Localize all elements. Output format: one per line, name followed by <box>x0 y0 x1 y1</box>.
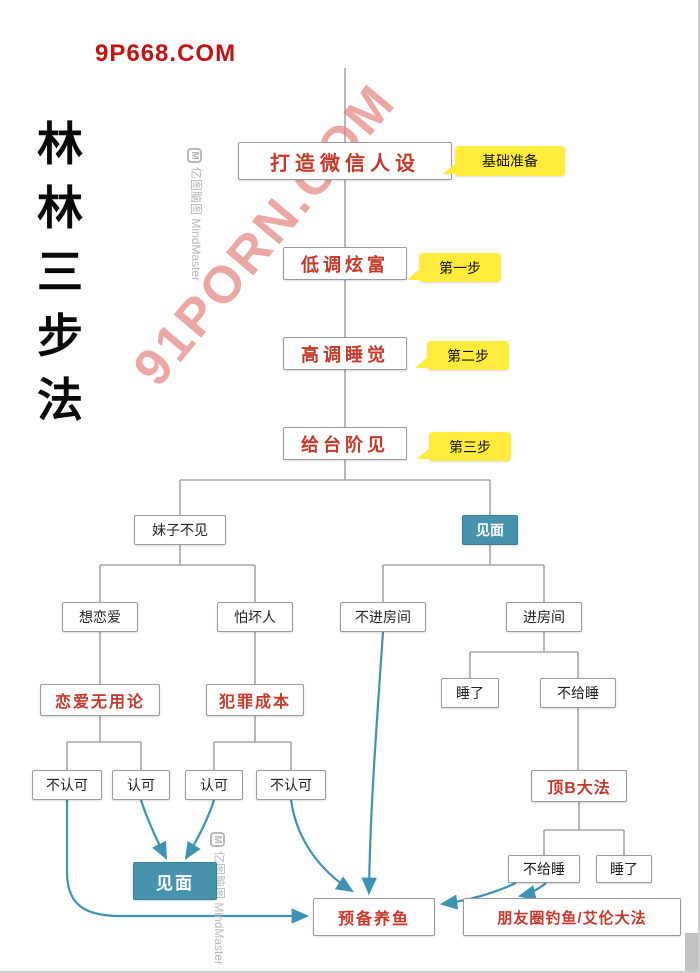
node-love-useless: 恋爱无用论 <box>40 684 160 716</box>
node-slept-2: 睡了 <box>596 855 652 883</box>
title-char: 林 <box>37 181 83 235</box>
node-not-enter-room: 不进房间 <box>340 602 426 632</box>
callout-basics: 基础准备 <box>455 146 565 176</box>
node-agree-right: 认可 <box>185 770 243 800</box>
title-char: 法 <box>37 373 83 427</box>
arrow-no-sleep2-to-fishing <box>439 881 517 910</box>
callout-step2: 第二步 <box>427 341 509 370</box>
node-girl-no-meet: 妹子不见 <box>134 515 226 545</box>
node-disagree-left: 不认可 <box>32 770 102 800</box>
mindmaster-logo-icon: M <box>210 832 225 847</box>
node-no-sleep-2: 不给睡 <box>508 855 580 883</box>
arrow-agree-right-to-meet <box>184 799 216 860</box>
arrow-no-sleep2-to-moments <box>517 882 547 901</box>
title-char: 步 <box>37 309 83 363</box>
node-fear-bad-people: 怕坏人 <box>217 602 293 632</box>
node-meet-bottom: 见面 <box>133 862 217 900</box>
node-no-sleep: 不给睡 <box>540 678 616 708</box>
flow-arrows <box>65 631 547 924</box>
node-step3: 给台阶见 <box>283 427 407 460</box>
title-char: 林 <box>37 117 83 171</box>
tree-connectors <box>66 68 625 855</box>
node-meet-top: 见面 <box>462 515 518 545</box>
mindmaster-logo-en: MindMaster <box>212 902 226 966</box>
node-step2: 高调睡觉 <box>283 337 407 370</box>
node-slept: 睡了 <box>441 678 499 708</box>
node-agree-left: 认可 <box>112 770 170 800</box>
mindmaster-logo-cn: 亿图脑图 <box>189 167 203 216</box>
node-backup-fishing: 预备养鱼 <box>313 898 435 936</box>
node-step1: 低调炫富 <box>283 247 407 280</box>
mindmaster-watermark: M 亿图脑图 MindMaster <box>187 148 205 281</box>
title-char: 三 <box>37 245 83 299</box>
tree-connector-lines <box>66 68 625 855</box>
mindmaster-logo-icon: M <box>187 148 202 163</box>
node-want-love: 想恋爱 <box>62 602 138 632</box>
arrow-disagree-right-to-fishing <box>289 799 354 893</box>
node-persona: 打造微信人设 <box>238 142 452 180</box>
callout-step3: 第三步 <box>429 432 511 461</box>
mindmaster-logo-en: MindMaster <box>189 218 203 282</box>
node-moments-fishing: 朋友圈钓鱼/艾伦大法 <box>463 898 681 936</box>
callout-step1: 第一步 <box>419 253 501 282</box>
node-top-b-method: 顶B大法 <box>531 770 627 802</box>
node-crime-cost: 犯罪成本 <box>206 684 304 716</box>
arrow-agree-left-to-meet <box>139 799 167 860</box>
diagram-title-vertical: 林 林 三 步 法 <box>32 112 88 432</box>
watermark-site-top: 9P668.COM <box>95 40 237 67</box>
scrollbar-corner <box>685 933 698 971</box>
node-enter-room: 进房间 <box>506 602 582 632</box>
node-disagree-right: 不认可 <box>256 770 326 800</box>
arrow-disagree-left-to-fishing <box>65 800 310 924</box>
arrow-not-enter-room-to-fishing <box>361 631 385 896</box>
